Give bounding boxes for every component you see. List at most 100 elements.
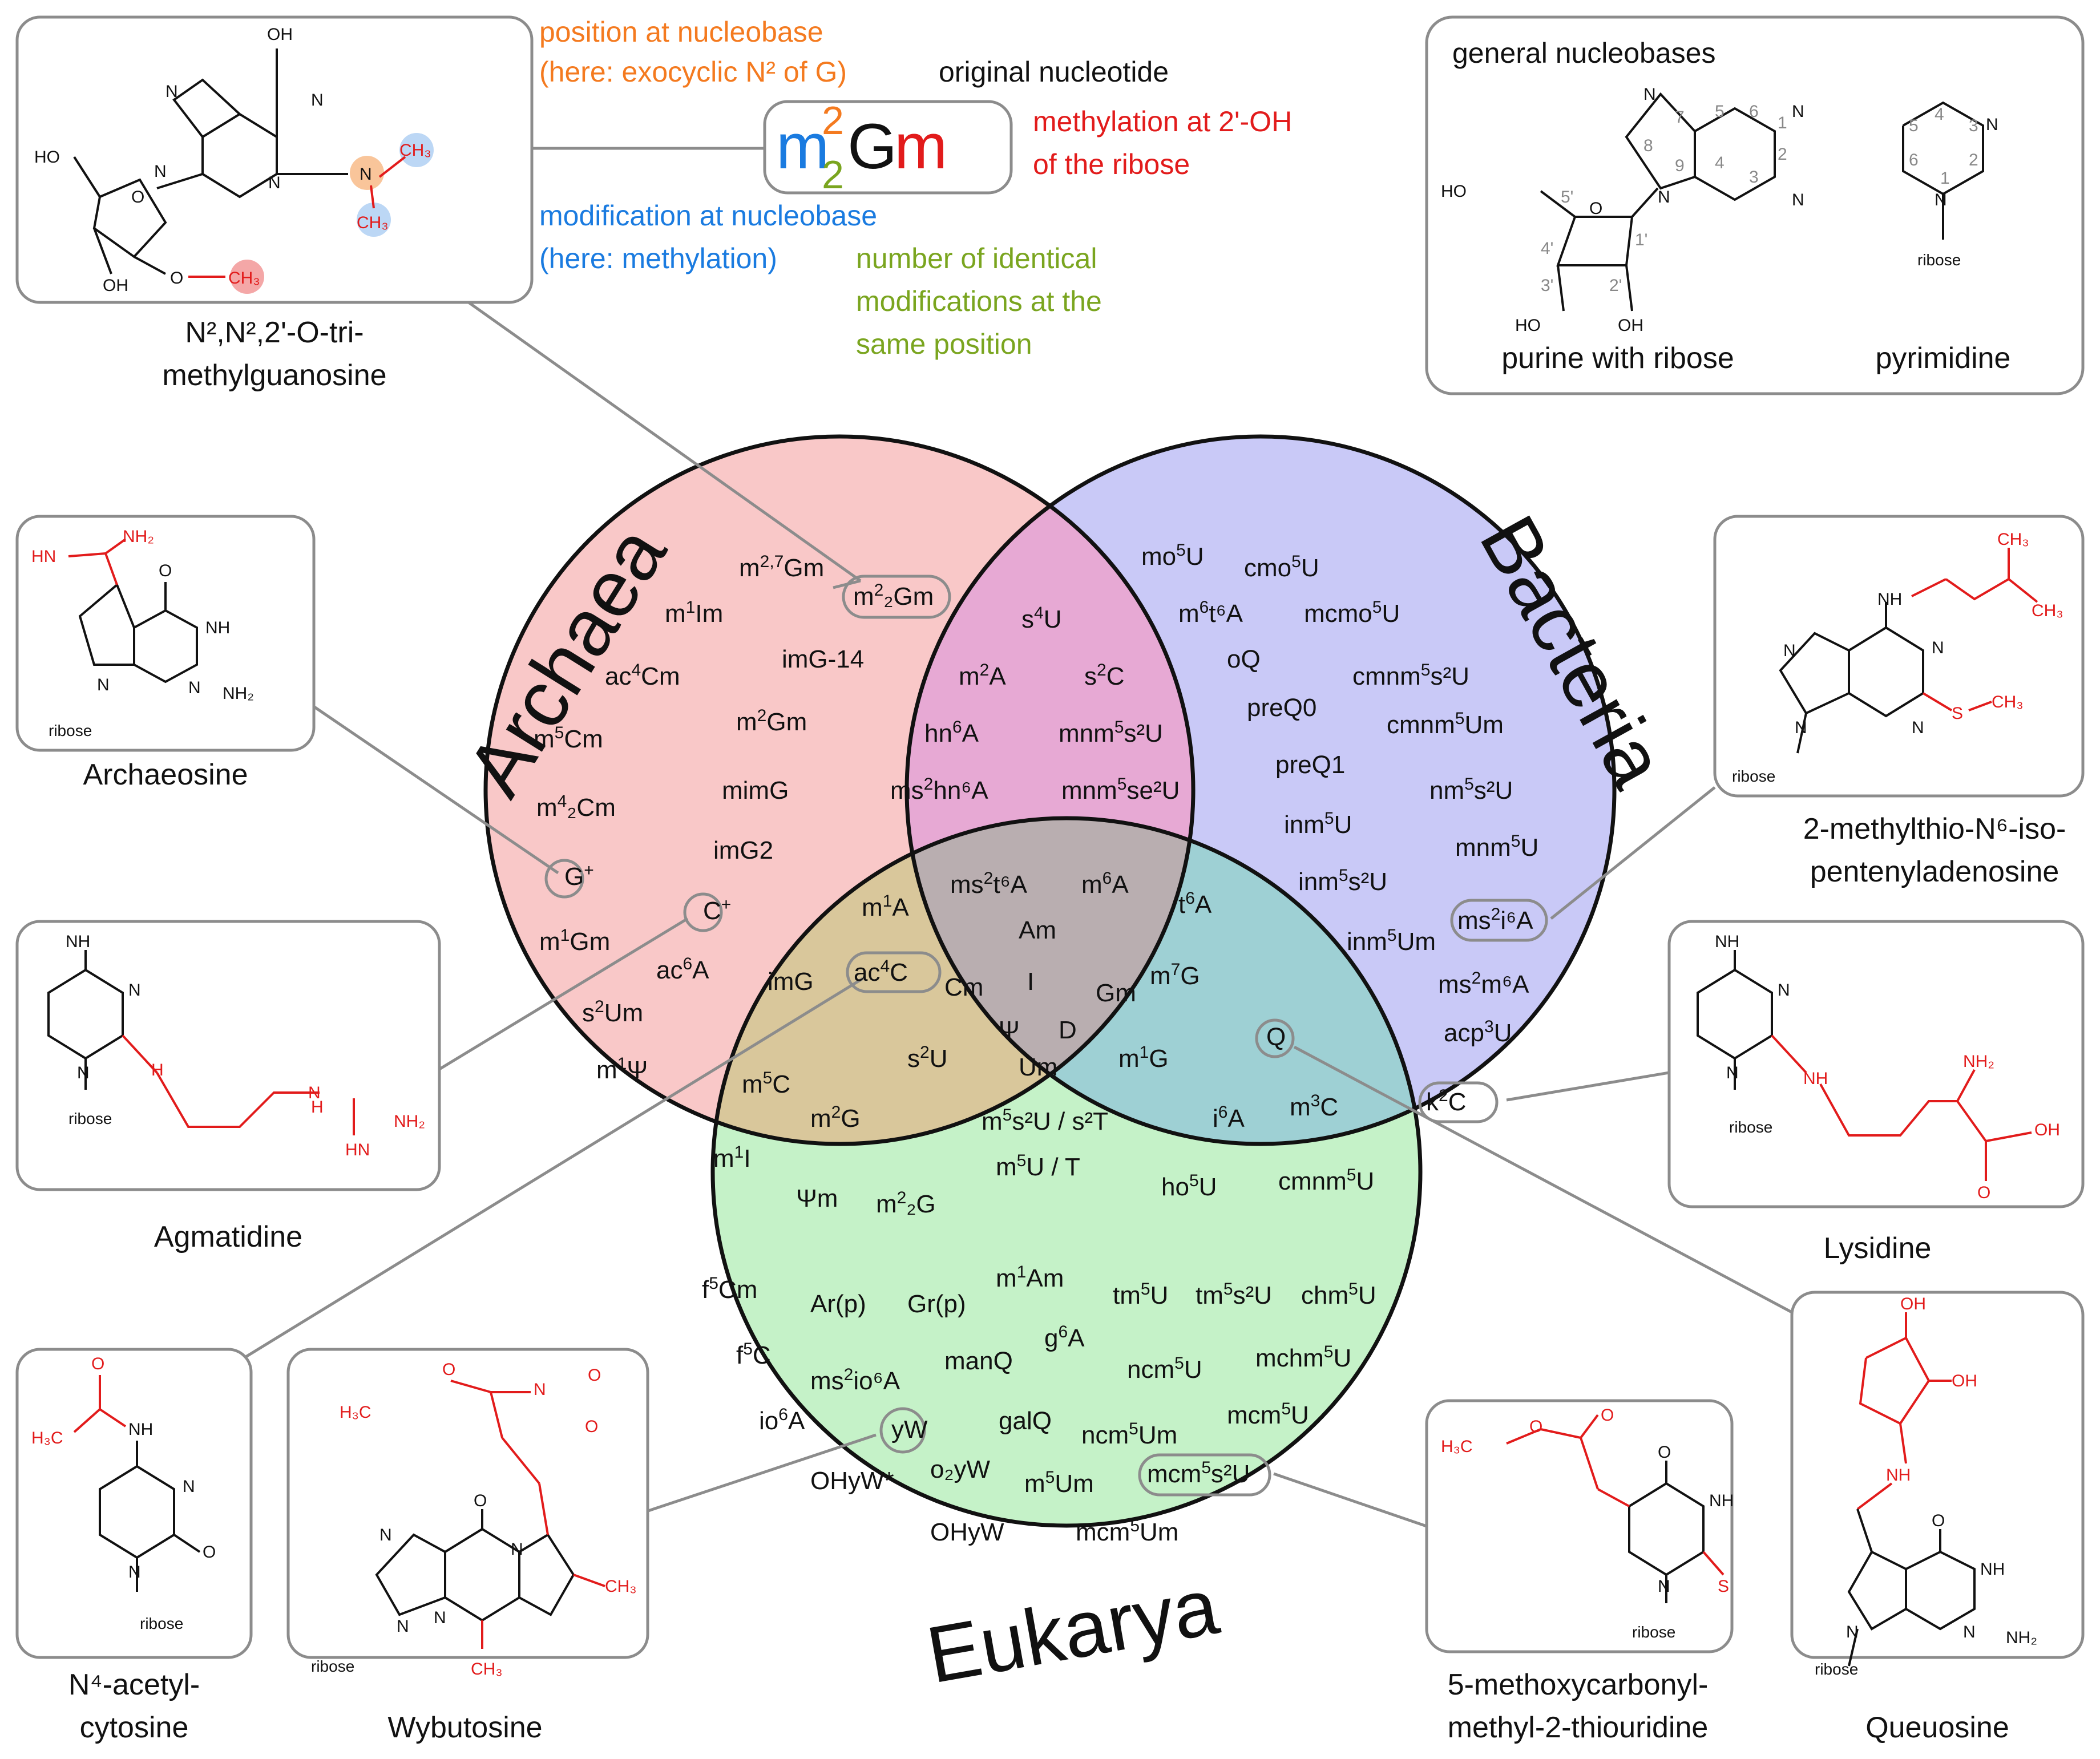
mod-center-1: ms2t⁶A: [950, 869, 1028, 899]
caption-trimethylguanosine-1: N²,N²,2'-O-tri-: [185, 316, 364, 349]
legend-example-sub: 2: [822, 152, 844, 197]
caption-mcm5s2u-1: 5-methoxycarbonyl-: [1448, 1668, 1709, 1701]
mod-eukarya-only-21: mcm5s²U: [1147, 1458, 1250, 1488]
structure-archaeosine: HN NH₂ O NH N NH₂ N ribose Archaeosine: [15, 515, 316, 791]
svg-text:CH₃: CH₃: [1997, 530, 2029, 549]
modification-labels: m2,7Gmm1ImimG-14ac4Cmm2Gmm5CmmimGm4₂Cmim…: [534, 541, 1538, 1546]
mod-eukarya-only-8: f5C: [736, 1340, 771, 1369]
svg-text:CH₃: CH₃: [399, 141, 431, 160]
svg-text:N: N: [1778, 981, 1790, 1000]
svg-text:NH: NH: [1886, 1466, 1911, 1485]
mod-bacteria-only-7: cmnm5Um: [1387, 709, 1504, 739]
svg-text:HN: HN: [345, 1141, 370, 1159]
svg-text:OH: OH: [267, 25, 293, 44]
svg-text:N: N: [1726, 1064, 1739, 1082]
mod-bacteria-only-14: inm5Um: [1347, 926, 1436, 956]
mod-eukarya-only-14: yW: [891, 1416, 928, 1443]
svg-text:CH₃: CH₃: [228, 269, 260, 288]
mod-bacteria-only-6: preQ0: [1247, 694, 1316, 722]
mod-archaea-only-11: m1Gm: [539, 926, 610, 956]
mod-archaea-only-10: C+: [703, 895, 731, 925]
svg-text:N: N: [1658, 1577, 1670, 1596]
svg-text:N: N: [534, 1380, 546, 1399]
legend-example-m2: m: [894, 111, 947, 182]
structure-trimethylguanosine: OH N N N N HO OH O O CH₃ CH₃ CH₃ N N²,N²…: [15, 15, 534, 392]
svg-text:OH: OH: [1952, 1372, 1977, 1390]
general-title: general nucleobases: [1452, 37, 1715, 69]
mod-archaea-only-13: s2Um: [582, 997, 643, 1027]
mod-archaea-only-1: m1Im: [665, 598, 723, 628]
svg-text:N: N: [311, 91, 324, 110]
mod-bacteria-only-4: oQ: [1227, 645, 1261, 673]
mod-center-6: Cm: [944, 973, 983, 1001]
mod-eukarya-only-10: manQ: [944, 1347, 1013, 1375]
svg-text:ribose: ribose: [140, 1615, 183, 1632]
svg-text:N: N: [165, 82, 178, 101]
svg-text:H₃C: H₃C: [340, 1403, 371, 1422]
venn-outlines: [483, 434, 1617, 1528]
svg-text:7: 7: [1675, 108, 1685, 127]
mod-eukarya-only-19: o₂yW: [930, 1455, 991, 1483]
svg-text:CH₃: CH₃: [2032, 601, 2063, 620]
svg-text:N: N: [1932, 638, 1944, 657]
mod-arch-bact-7: mnm5se²U: [1061, 775, 1180, 804]
venn-fills: [486, 436, 1614, 1526]
svg-text:O: O: [159, 561, 172, 580]
mod-center-5: ac4C: [854, 957, 908, 986]
svg-text:O: O: [442, 1360, 455, 1379]
svg-text:ribose: ribose: [311, 1657, 354, 1675]
svg-text:H: H: [151, 1061, 164, 1079]
mod-eukarya-only-0: f5Cm: [702, 1274, 757, 1304]
mod-eukarya-only-12: mchm5U: [1255, 1342, 1351, 1372]
svg-text:N: N: [511, 1540, 523, 1559]
mod-bact-euk-4: cmnm5U: [1278, 1166, 1374, 1195]
mod-bacteria-only-0: mo5U: [1141, 541, 1204, 571]
mod-eukarya-only-13: io6A: [759, 1405, 805, 1435]
mod-bacteria-only-8: preQ1: [1275, 751, 1345, 779]
svg-text:H₃C: H₃C: [31, 1429, 63, 1447]
pyrimidine-ribose: ribose: [1917, 251, 1961, 269]
mod-bacteria-only-12: inm5s²U: [1298, 866, 1387, 896]
mod-archaea-only-14: m1Ψ: [596, 1054, 648, 1084]
svg-text:N: N: [183, 1477, 195, 1496]
svg-text:N: N: [1792, 191, 1804, 209]
svg-text:9: 9: [1675, 156, 1685, 175]
svg-text:5: 5: [1909, 116, 1919, 135]
mod-eukarya-only-18: OHyW*: [810, 1467, 894, 1495]
mod-bact-euk-3: ho5U: [1161, 1171, 1217, 1201]
mod-arch-bact-6: ms2hn⁶A: [890, 775, 988, 804]
legend-position-example: (here: exocyclic N² of G): [539, 56, 847, 88]
svg-text:N: N: [188, 678, 201, 697]
mod-bacteria-only-15: ms2m⁶A: [1438, 969, 1529, 998]
svg-text:NH: NH: [1980, 1560, 2005, 1579]
svg-text:1: 1: [1940, 169, 1950, 188]
svg-text:2': 2': [1609, 276, 1622, 295]
mod-center-4: Am: [1019, 916, 1056, 944]
pyrimidine-caption: pyrimidine: [1876, 342, 2011, 375]
svg-text:4: 4: [1715, 153, 1725, 172]
svg-text:1': 1': [1635, 231, 1647, 249]
mod-eukarya-only-20: m5Um: [1024, 1468, 1094, 1498]
svg-text:NH₂: NH₂: [223, 684, 254, 703]
mod-arch-euk-2: m2G: [810, 1103, 861, 1133]
svg-text:ribose: ribose: [1732, 767, 1775, 785]
svg-text:N: N: [128, 981, 141, 1000]
legend-methylation-2: of the ribose: [1033, 148, 1190, 180]
svg-text:CH₃: CH₃: [357, 213, 389, 232]
svg-text:N: N: [379, 1526, 392, 1544]
svg-text:CH₃: CH₃: [1992, 693, 2024, 711]
mod-bacteria-only-1: cmo5U: [1244, 552, 1319, 582]
caption-wybutosine: Wybutosine: [387, 1711, 542, 1744]
legend-modification-example: (here: methylation): [539, 242, 777, 274]
caption-mcm5s2u-2: methyl-2-thiouridine: [1448, 1711, 1709, 1744]
legend-example-m: m: [776, 111, 829, 182]
mod-bacteria-only-9: nm5s²U: [1429, 775, 1513, 804]
legend-example-box: [763, 100, 1013, 195]
mod-eukarya-only-4: tm5U: [1113, 1280, 1168, 1309]
mod-eukarya-only-3: m1Am: [996, 1263, 1064, 1292]
svg-text:2: 2: [1778, 145, 1787, 164]
mod-archaea-only-2: imG-14: [782, 645, 864, 673]
structure-lysidine: NH N N NH NH₂ OH O ribose Lysidine: [1667, 920, 2085, 1265]
mod-bacteria-only-17: k2C: [1426, 1086, 1466, 1116]
